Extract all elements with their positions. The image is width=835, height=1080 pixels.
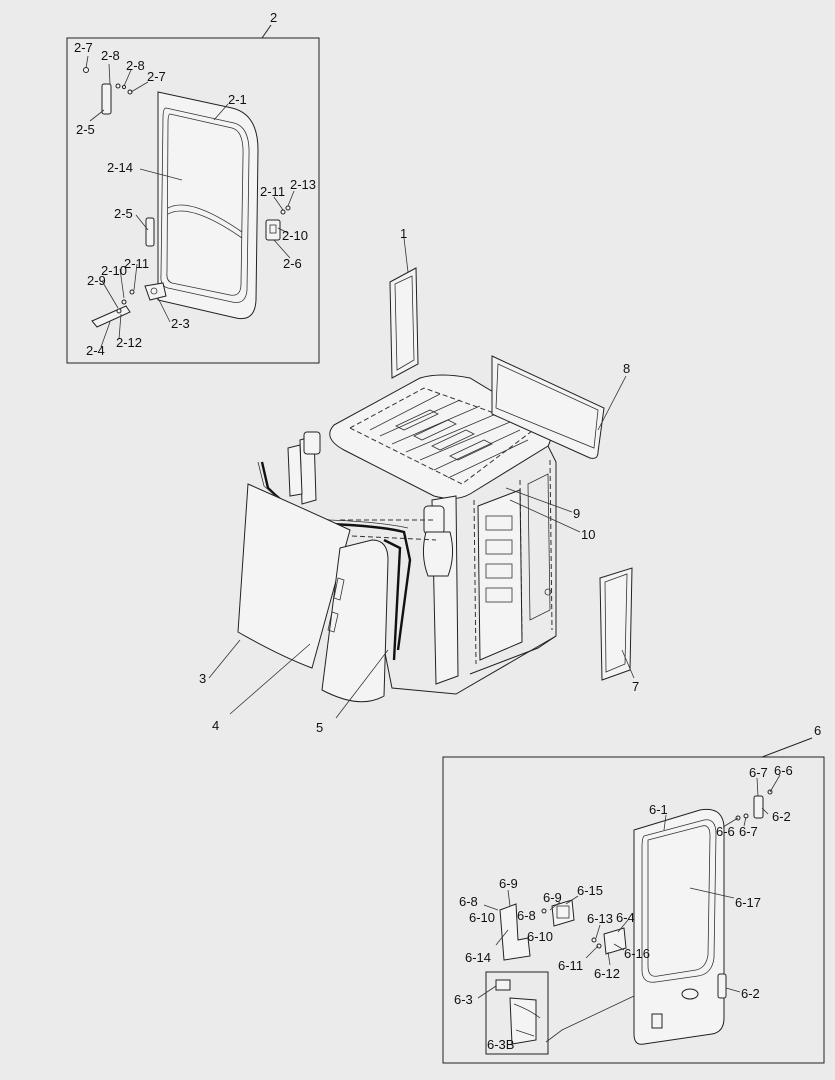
- callout: 6-15: [577, 883, 603, 898]
- callout: 2-8: [101, 48, 120, 63]
- front-glass-3: [237, 483, 351, 669]
- latch-6-3: [495, 979, 511, 991]
- callout: 6-1: [649, 802, 668, 817]
- callout: 2-1: [228, 92, 247, 107]
- callout: 6-6: [774, 763, 793, 778]
- callout: 6-8: [517, 908, 536, 923]
- callout: 6-11: [558, 958, 583, 973]
- callout: 6-2: [772, 809, 791, 824]
- callout: 2-3: [171, 316, 190, 331]
- callout: 2-10: [282, 228, 308, 243]
- callout: 6-9: [499, 876, 518, 891]
- callout: 6-6: [716, 824, 735, 839]
- hinge-2-5-upper: [101, 83, 112, 115]
- callout: 6-8: [459, 894, 478, 909]
- hinge-6-2-lower: [717, 973, 727, 999]
- callout-labels: 2 2-7 2-8 2-8 2-7 2-1 2-5 2-14 2-11 2-13…: [74, 10, 821, 1052]
- lower-glass-4: [321, 539, 389, 703]
- callout: 2-6: [283, 256, 302, 271]
- callout: 2-12: [116, 335, 142, 350]
- door-frame-6-1: [545, 808, 725, 1045]
- callout: 6-7: [749, 765, 768, 780]
- callout: 7: [632, 679, 639, 694]
- latch-2-6: [265, 205, 291, 241]
- callout: 2-8: [126, 58, 145, 73]
- callout: 6-9: [543, 890, 562, 905]
- rear-window-8: [491, 355, 605, 459]
- door-assembly-6-inset: [442, 737, 825, 1064]
- callout: 2-7: [147, 69, 166, 84]
- callout: 6-16: [624, 946, 650, 961]
- callout: 5: [316, 720, 323, 735]
- callout: 2-7: [74, 40, 93, 55]
- hinge-2-5-lower: [145, 217, 155, 247]
- callout: 9: [573, 506, 580, 521]
- callout: 6-4: [616, 910, 635, 925]
- callout: 6: [814, 723, 821, 738]
- callout: 3: [199, 671, 206, 686]
- side-window-7: [599, 567, 633, 681]
- callout: 10: [581, 527, 595, 542]
- callout: 6-7: [739, 824, 758, 839]
- callout: 4: [212, 718, 219, 733]
- lock-6-4: [603, 927, 627, 955]
- bracket-6-15: [551, 899, 575, 927]
- callout: 6-3B: [487, 1037, 514, 1052]
- plate-6-14: [499, 903, 531, 961]
- callout: 2-5: [76, 122, 95, 137]
- callout: 6-3: [454, 992, 473, 1007]
- side-window-1: [389, 267, 419, 379]
- callout: 2-11: [124, 256, 149, 271]
- callout: 6-14: [465, 950, 491, 965]
- callout: 2-13: [290, 177, 316, 192]
- mirror: [423, 505, 445, 535]
- callout: 6-13: [587, 911, 613, 926]
- callout: 2: [270, 10, 277, 25]
- callout: 6-10: [469, 910, 495, 925]
- latch-6-3b: [509, 997, 537, 1045]
- door-assembly-2-inset: [66, 24, 320, 364]
- callout: 6-2: [741, 986, 760, 1001]
- callout: 2-4: [86, 343, 105, 358]
- callout: 6-17: [735, 895, 761, 910]
- callout: 6-12: [594, 966, 620, 981]
- striker-plate-2-3: [91, 282, 167, 328]
- callout: 2-9: [87, 273, 106, 288]
- callout: 1: [400, 226, 407, 241]
- hinge-6-2-upper: [753, 795, 764, 819]
- callout: 2-5: [114, 206, 133, 221]
- callout: 6-10: [527, 929, 553, 944]
- callout: 8: [623, 361, 630, 376]
- callout: 2-10: [101, 263, 127, 278]
- callout: 2-11: [260, 184, 285, 199]
- callout: 2-14: [107, 160, 133, 175]
- door-frame-2-1: [157, 91, 259, 320]
